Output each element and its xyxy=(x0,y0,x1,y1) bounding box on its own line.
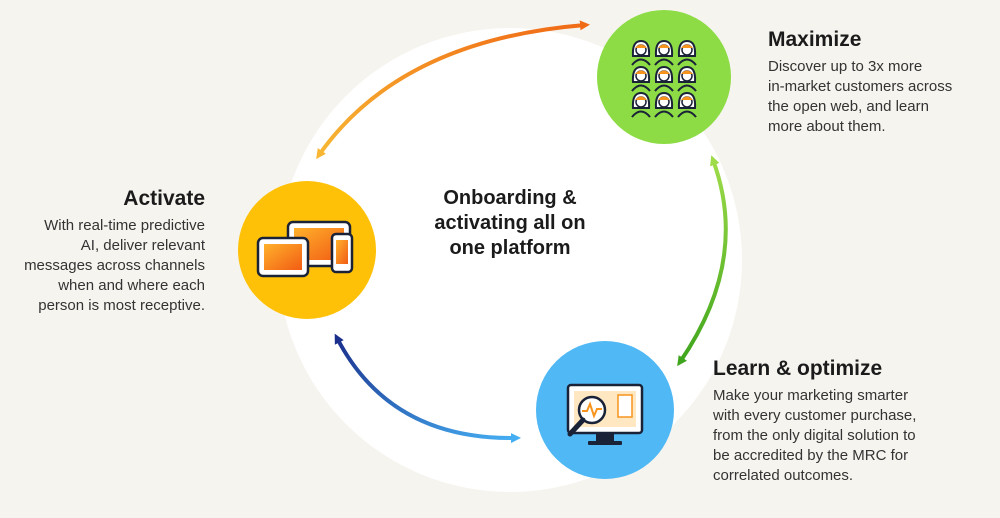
person-figure xyxy=(654,65,674,92)
learn-title: Learn & optimize xyxy=(713,357,883,380)
center-line-3: one platform xyxy=(449,237,571,259)
person-figure xyxy=(631,65,651,92)
person-figure xyxy=(677,39,697,66)
maximize-title: Maximize xyxy=(768,28,862,51)
learn-description: Make your marketing smarter with every c… xyxy=(713,387,917,484)
maximize-description: Discover up to 3x more in-market custome… xyxy=(768,58,953,135)
learn-text-block: Learn & optimize Make your marketing sma… xyxy=(713,356,983,486)
person-figure xyxy=(677,91,697,118)
center-line-1: Onboarding & xyxy=(443,187,577,209)
activate-title: Activate xyxy=(123,187,205,210)
arrow-maximize-learn xyxy=(677,155,728,367)
learn-node xyxy=(536,341,674,479)
person-figure xyxy=(654,39,674,66)
arrow-learn-activate xyxy=(334,333,521,444)
people-grid-icon xyxy=(631,39,697,118)
devices-icon xyxy=(256,220,354,278)
activate-description: With real-time predictive AI, deliver re… xyxy=(24,217,205,314)
person-figure xyxy=(654,91,674,118)
person-figure xyxy=(677,65,697,92)
center-label: Onboarding & activating all on one platf… xyxy=(410,186,610,261)
center-line-2: activating all on xyxy=(434,212,586,234)
activate-text-block: Activate With real-time predictive AI, d… xyxy=(0,186,205,316)
person-figure xyxy=(631,91,651,118)
maximize-node xyxy=(597,10,731,144)
analytics-monitor-icon xyxy=(566,383,644,445)
activate-node xyxy=(238,181,376,319)
person-figure xyxy=(631,39,651,66)
arrow-activate-maximize xyxy=(316,20,590,160)
maximize-text-block: Maximize Discover up to 3x more in-marke… xyxy=(768,27,993,137)
